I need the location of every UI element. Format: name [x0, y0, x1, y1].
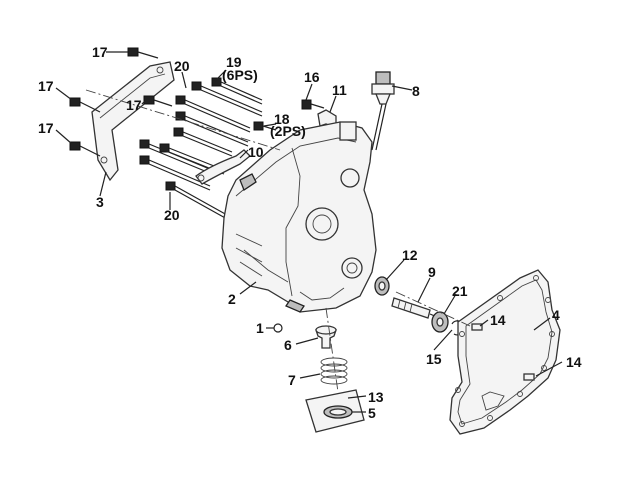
- part-10-clip: [195, 149, 251, 185]
- callout-11: 11: [332, 82, 347, 98]
- part-4-gasket: [449, 269, 561, 435]
- callout-20-top: 20: [174, 58, 190, 74]
- callout-2: 2: [228, 291, 236, 307]
- bolt-19-c: [175, 95, 251, 133]
- callout-17-left-upper: 17: [38, 78, 54, 94]
- dowel-pins-14: [471, 323, 535, 381]
- callout-14-lower: 14: [566, 354, 582, 370]
- bolt-17-left-upper: [69, 97, 101, 113]
- part-12-oil-seal: [374, 276, 390, 296]
- callout-16: 16: [304, 69, 320, 85]
- callout-1: 1: [256, 320, 264, 336]
- part-3-cover-plate: [91, 61, 175, 182]
- bolt-18: [253, 121, 277, 131]
- callout-9: 9: [428, 264, 436, 280]
- bolt-19-b: [211, 77, 263, 105]
- part-1-o-ring: [273, 323, 283, 333]
- callout-10: 10: [248, 144, 264, 160]
- long-bolts-20: [139, 139, 237, 225]
- callout-labels: 17 17 17 17 3 20 19 (6PS) 18 (2PS) 16 11…: [38, 44, 582, 421]
- callout-15: 15: [426, 351, 442, 367]
- callout-19-qty: (6PS): [222, 67, 258, 83]
- bolt-17-top: [127, 47, 159, 59]
- callout-7: 7: [288, 372, 296, 388]
- bolt-19-e: [173, 127, 233, 157]
- callout-6: 6: [284, 337, 292, 353]
- callout-21: 21: [452, 283, 468, 299]
- callout-17-top: 17: [92, 44, 108, 60]
- long-bolts-19: [159, 77, 263, 175]
- part-5-filter-cap: [305, 389, 365, 433]
- callout-5: 5: [368, 405, 376, 421]
- part-8-dipstick: [371, 71, 395, 151]
- part-7-spring: [320, 357, 348, 385]
- bolt-16: [301, 99, 325, 110]
- callout-4: 4: [552, 307, 560, 323]
- leader-lines: [55, 51, 563, 413]
- part-2-crankcase: [221, 121, 377, 313]
- callout-13: 13: [368, 389, 384, 405]
- callout-12: 12: [402, 247, 418, 263]
- callout-17-mid: 17: [126, 97, 142, 113]
- callout-3: 3: [96, 194, 104, 210]
- part-21-bearing: [431, 311, 449, 333]
- callout-19: 19: [226, 54, 242, 70]
- callout-8: 8: [412, 83, 420, 99]
- callout-18: 18: [274, 111, 290, 127]
- callout-14-upper: 14: [490, 312, 506, 328]
- bolt-20-a: [139, 139, 213, 175]
- callout-17-left-lower: 17: [38, 120, 54, 136]
- bolt-17-left-lower: [69, 141, 101, 157]
- bolt-17-mid: [143, 95, 173, 107]
- bolt-19-a: [191, 81, 263, 117]
- callout-20-bottom: 20: [164, 207, 180, 223]
- callout-18-qty: (2PS): [270, 123, 306, 139]
- part-6-drain-plug: [315, 325, 337, 349]
